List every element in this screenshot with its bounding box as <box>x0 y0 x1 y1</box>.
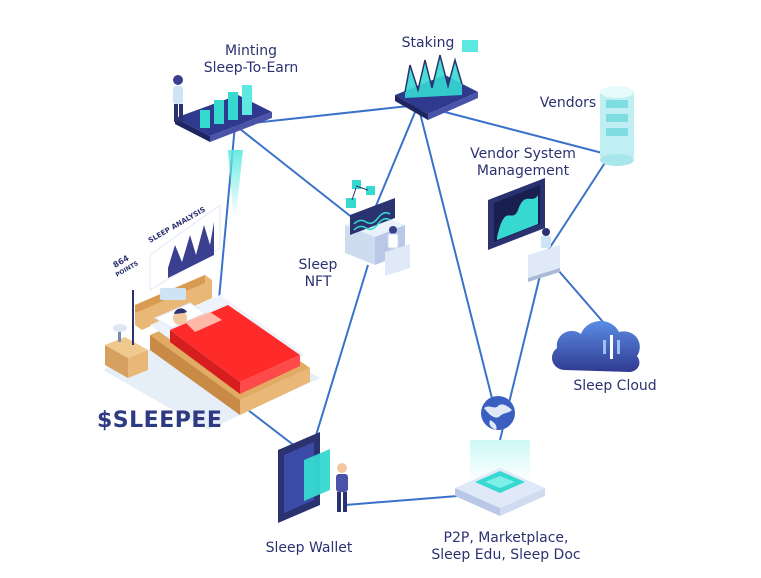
person-head <box>542 228 550 236</box>
bar-chart-bar <box>200 110 210 128</box>
label-minting: Minting Sleep-To-Earn <box>203 43 299 76</box>
vendors-stack <box>600 86 634 166</box>
connector-vendors-system <box>544 154 611 256</box>
light-beam <box>228 150 243 215</box>
sleep-analysis-panel: SLEEP ANALYSIS 864 POINTS <box>112 204 221 291</box>
person-head <box>173 75 183 85</box>
label-vendors: Vendors <box>539 95 597 111</box>
bar-chart-bar <box>214 100 224 124</box>
person-body <box>173 86 183 104</box>
connector-wallet-p2p <box>344 494 471 506</box>
staking-tag-icon <box>462 40 478 52</box>
label-sleep-wallet: Sleep Wallet <box>265 540 353 556</box>
vendor-system-screen <box>488 178 560 282</box>
sleep-wallet <box>278 339 348 523</box>
label-sleep-cloud: Sleep Cloud <box>573 378 657 394</box>
bar-chart-bar <box>242 85 252 115</box>
connector-minting-staking <box>234 104 419 126</box>
label-sleep-nft: Sleep NFT <box>298 257 338 290</box>
connector-staking-vendors <box>417 104 611 156</box>
connector-nft-wallet <box>309 264 369 456</box>
staking-platform <box>395 40 478 120</box>
p2p-marketplace <box>455 396 545 516</box>
bed-scene <box>103 275 320 430</box>
person-head <box>337 463 347 473</box>
sleep-nft-machine <box>345 180 410 276</box>
label-vendor-system: Vendor System Management <box>470 146 576 179</box>
connector-staking-p2p <box>417 104 501 431</box>
label-p2p: P2P, Marketplace, Sleep Edu, Sleep Doc <box>431 530 581 563</box>
connector-staking-nft <box>367 104 419 226</box>
minting-platform <box>173 75 272 215</box>
bar-chart-bar <box>228 92 238 120</box>
nft-cube-icon <box>346 198 356 208</box>
sleep-cloud <box>551 320 640 372</box>
label-staking: Staking <box>401 35 455 51</box>
lamp-icon <box>113 324 127 332</box>
brand-logo-text: $SLEEPEE <box>97 408 223 433</box>
sleep-sensor-icon <box>160 288 186 300</box>
person-body <box>336 474 348 492</box>
connector-minting-nft <box>234 124 369 231</box>
sleeper-head <box>173 311 187 325</box>
